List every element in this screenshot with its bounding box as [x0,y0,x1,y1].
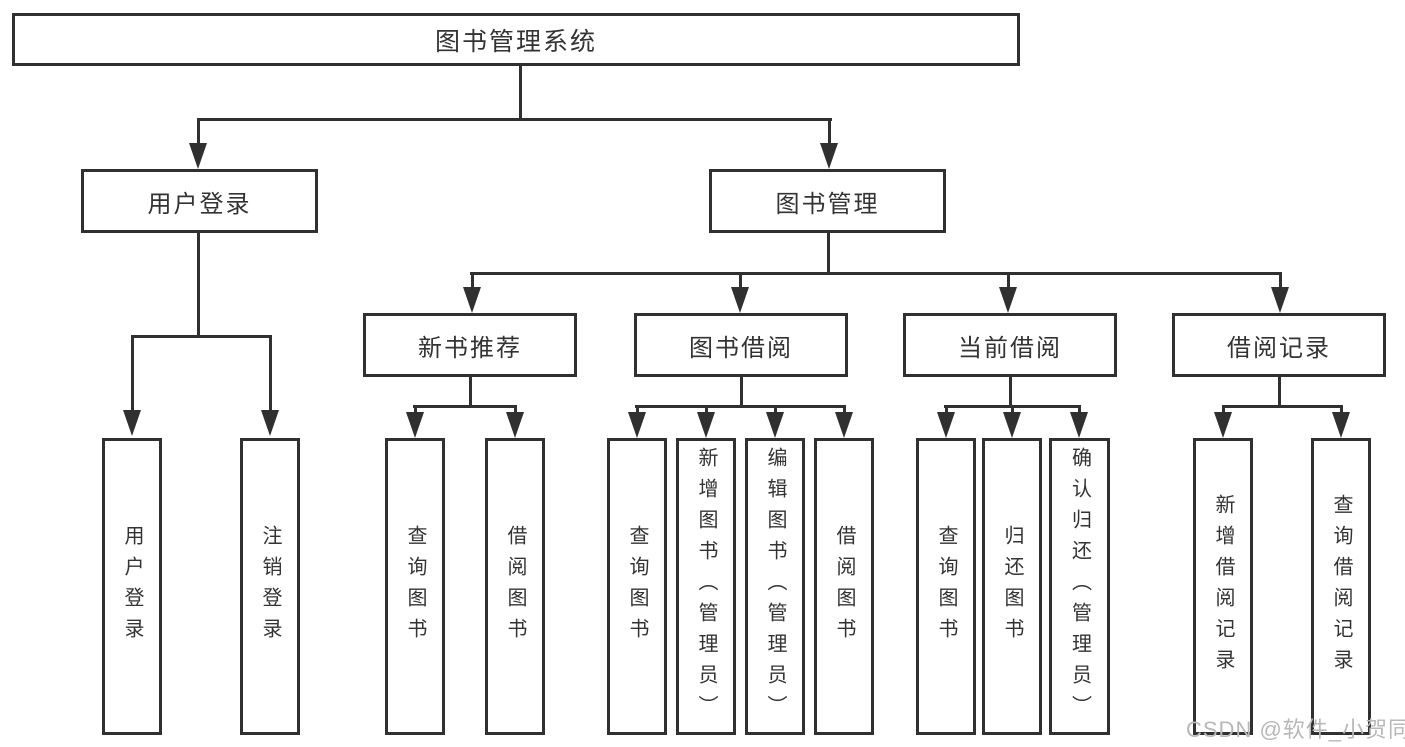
arrow-down-icon [506,412,524,438]
arrow-down-icon [1332,412,1350,438]
connector-line [945,405,948,413]
node-label: 新增图书（管理员） [695,447,717,726]
node-new-book-recommend: 新书推荐 [363,313,577,377]
node-leaf-add-borrow-record: 新增借阅记录 [1193,438,1253,735]
node-leaf-borrow-books-recommend: 借阅图书 [485,438,545,735]
connector-line [197,118,832,121]
node-label: 归还图书 [1001,524,1023,649]
node-borrow-records: 借阅记录 [1172,313,1386,377]
connector-line [470,272,1282,275]
node-label: 用户登录 [121,524,143,649]
node-leaf-return-books: 归还图书 [982,438,1042,735]
node-label: 查询图书 [626,524,648,649]
connector-line [514,405,517,413]
node-leaf-logout: 注销登录 [240,438,300,735]
node-book-borrow: 图书借阅 [634,313,848,377]
connector-line [1340,405,1343,413]
connector-line [636,405,639,413]
connector-line [131,335,272,338]
arrow-down-icon [189,143,207,169]
connector-line [471,272,474,288]
node-leaf-add-books-admin: 新增图书（管理员） [676,438,736,735]
arrow-down-icon [820,143,838,169]
arrow-down-icon [766,412,784,438]
node-leaf-user-login: 用户登录 [102,438,162,735]
connector-line [843,405,846,413]
arrow-down-icon [628,412,646,438]
node-label: 注销登录 [259,524,281,649]
connector-line [269,335,272,410]
arrow-down-icon [1070,412,1088,438]
arrow-down-icon [731,287,749,313]
node-label: 借阅图书 [504,524,526,649]
node-leaf-edit-books-admin: 编辑图书（管理员） [745,438,805,735]
arrow-down-icon [123,410,141,436]
connector-line [827,233,830,272]
node-root: 图书管理系统 [12,13,1020,66]
node-label: 确认归还（管理员） [1068,447,1091,726]
node-leaf-confirm-return-admin: 确认归还（管理员） [1049,438,1110,735]
connector-line [197,118,200,145]
connector-line [828,118,831,145]
node-book-management: 图书管理 [709,169,946,233]
node-label: 查询图书 [935,524,957,649]
connector-line [1279,272,1282,288]
connector-line [1278,377,1281,406]
connector-line [519,66,522,118]
connector-line [1222,405,1225,413]
arrow-down-icon [937,412,955,438]
node-current-borrow: 当前借阅 [903,313,1117,377]
node-leaf-query-borrow-record: 查询借阅记录 [1311,438,1371,735]
node-label: 新增借阅记录 [1212,493,1234,680]
node-leaf-query-books-recommend: 查询图书 [385,438,445,735]
connector-line [413,405,517,408]
node-label: 编辑图书（管理员） [764,447,786,726]
connector-line [1009,377,1012,406]
connector-line [739,272,742,288]
connector-line [469,377,472,406]
connector-line [131,335,134,410]
node-leaf-query-books-current: 查询图书 [916,438,976,735]
connector-line [1011,405,1014,413]
connector-line [774,405,777,413]
node-label: 借阅图书 [833,524,855,649]
connector-line [740,377,743,406]
connector-line [197,233,200,335]
arrow-down-icon [261,410,279,436]
arrow-down-icon [835,412,853,438]
connector-line [1078,405,1081,413]
arrow-down-icon [999,287,1017,313]
node-label: 查询借阅记录 [1330,493,1352,680]
watermark: CSDN @软件_小贺同学 [1186,717,1405,742]
connector-line [635,405,845,408]
arrow-down-icon [1271,287,1289,313]
connector-line [705,405,708,413]
connector-line [1222,405,1343,408]
arrow-down-icon [463,287,481,313]
arrow-down-icon [1003,412,1021,438]
connector-line [414,405,417,413]
arrow-down-icon [697,412,715,438]
node-label: 查询图书 [404,524,426,649]
arrow-down-icon [406,412,424,438]
node-leaf-query-books-borrow: 查询图书 [607,438,667,735]
node-leaf-borrow-books: 借阅图书 [814,438,874,735]
node-user-login: 用户登录 [81,169,318,233]
connector-line [1007,272,1010,288]
arrow-down-icon [1214,412,1232,438]
